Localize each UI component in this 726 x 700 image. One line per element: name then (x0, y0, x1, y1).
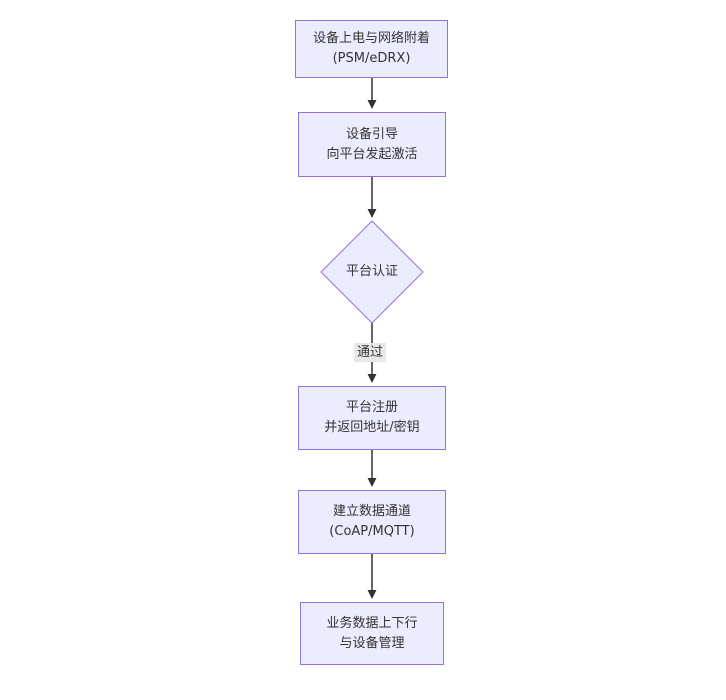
node-line: 业务数据上下行 (326, 615, 418, 631)
node-line: 平台注册 (345, 400, 398, 415)
node-line: (PSM/eDRX) (332, 51, 411, 66)
node-line: 设备上电与网络附着 (312, 31, 430, 46)
node-auth-label: 平台认证 (345, 264, 398, 279)
edge-label-pass: 通过 (354, 343, 387, 362)
node-line: 向平台发起激活 (326, 146, 418, 162)
node-line: 建立数据通道 (332, 504, 411, 519)
node-line: 并返回地址/密钥 (324, 420, 420, 435)
decision-diamond-shape (320, 220, 424, 324)
node-line: 与设备管理 (339, 635, 405, 651)
node-bootstrap: 设备引导 向平台发起激活 (298, 112, 446, 177)
node-register: 平台注册 并返回地址/密钥 (298, 386, 446, 450)
node-line: (CoAP/MQTT) (329, 524, 415, 539)
node-channel: 建立数据通道 (CoAP/MQTT) (298, 490, 446, 554)
node-power-attach: 设备上电与网络附着 (PSM/eDRX) (295, 20, 448, 78)
node-line: 设备引导 (345, 126, 398, 142)
node-business: 业务数据上下行 与设备管理 (300, 602, 444, 665)
